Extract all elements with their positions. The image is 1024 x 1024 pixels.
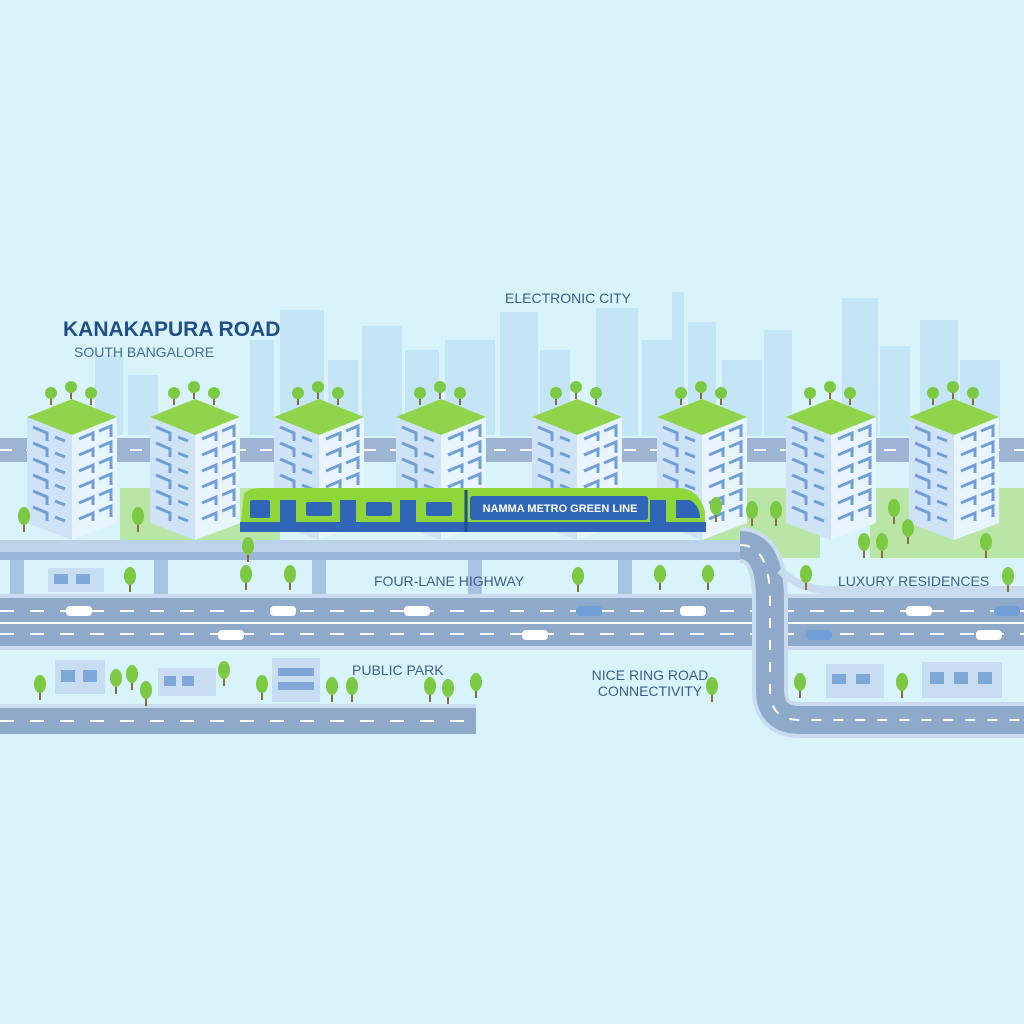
tree-25 <box>256 675 268 700</box>
tree-1 <box>18 507 30 532</box>
tree-5 <box>746 501 758 526</box>
tree-26 <box>326 677 338 702</box>
tree-13 <box>240 565 252 590</box>
low-buildings <box>48 568 1002 702</box>
cars <box>66 606 1020 640</box>
tree-15 <box>572 567 584 592</box>
tree-14 <box>284 565 296 590</box>
lower-road <box>0 704 476 734</box>
ring-road-label-line2: CONNECTIVITY <box>597 683 703 699</box>
tree-21 <box>110 669 122 694</box>
tree-28 <box>424 677 436 702</box>
tower-1 <box>27 381 117 540</box>
tree-19 <box>1002 567 1014 592</box>
tree-33 <box>896 673 908 698</box>
tower-2 <box>150 381 240 540</box>
tree-17 <box>702 565 714 590</box>
residences-label: LUXURY RESIDENCES <box>838 573 990 589</box>
tree-23 <box>140 681 152 706</box>
tree-29 <box>442 679 454 704</box>
tower-8 <box>909 381 999 540</box>
tree-30 <box>470 673 482 698</box>
metro-train <box>240 488 706 532</box>
metro-viaduct <box>0 540 740 596</box>
tree-11 <box>980 533 992 558</box>
park-label: PUBLIC PARK <box>352 662 444 678</box>
electronic-city-label: ELECTRONIC CITY <box>505 290 632 306</box>
tree-32 <box>794 673 806 698</box>
tree-27 <box>346 677 358 702</box>
train-name-label: NAMMA METRO GREEN LINE <box>482 503 638 515</box>
tree-16 <box>654 565 666 590</box>
tree-9 <box>858 533 870 558</box>
tree-2 <box>132 507 144 532</box>
trees <box>18 497 1014 706</box>
tree-6 <box>770 501 782 526</box>
ring-road-label-line1: NICE RING ROAD <box>591 667 709 683</box>
tree-12 <box>124 567 136 592</box>
tree-31 <box>706 677 718 702</box>
tree-24 <box>218 661 230 686</box>
tower-7 <box>786 381 876 540</box>
four-lane-highway <box>0 594 1024 650</box>
tree-8 <box>902 519 914 544</box>
tree-18 <box>800 565 812 590</box>
page-subtitle: SOUTH BANGALORE <box>74 344 215 360</box>
tree-3 <box>242 537 254 562</box>
tree-22 <box>126 665 138 690</box>
tree-20 <box>34 675 46 700</box>
tree-4 <box>710 497 722 522</box>
tree-10 <box>876 533 888 558</box>
page-title: KANAKAPURA ROAD <box>63 318 281 341</box>
tree-7 <box>888 499 900 524</box>
highway-label: FOUR-LANE HIGHWAY <box>374 573 525 589</box>
